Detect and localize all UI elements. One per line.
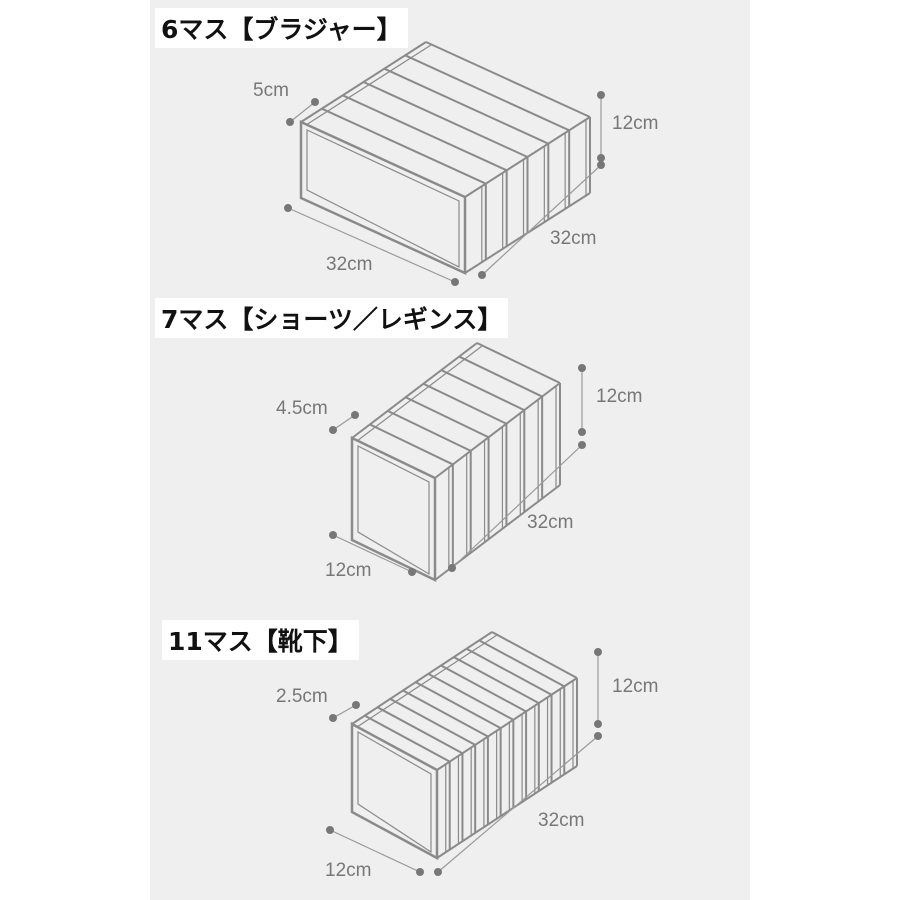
divider-top-edge xyxy=(389,698,476,746)
left-wall-inner xyxy=(356,345,483,442)
divider-top-edge xyxy=(440,664,527,713)
divider-top-edge xyxy=(458,355,543,398)
divider-top-edge xyxy=(321,107,487,185)
dimension-line xyxy=(329,829,421,873)
height-label: 12cm xyxy=(612,676,659,697)
height-label: 12cm xyxy=(596,386,643,407)
divider-top-edge xyxy=(404,54,570,132)
divider-top-edge xyxy=(478,639,565,688)
front-face-inner xyxy=(357,730,432,854)
dimension-dot xyxy=(326,826,334,834)
compartment-width-label: 4.5cm xyxy=(276,398,328,419)
depth-label: 32cm xyxy=(550,228,597,249)
dimension-dot xyxy=(352,701,360,709)
section-title-11: 11マス【靴下】 xyxy=(162,620,359,660)
left-wall-inner xyxy=(356,634,498,728)
divider-top-edge xyxy=(415,681,502,730)
divider-top-edge xyxy=(453,656,540,704)
depth-label: 32cm xyxy=(538,810,585,831)
right-wall-top xyxy=(434,382,561,479)
dimension-line xyxy=(289,101,316,123)
divider-top-edge xyxy=(440,369,525,412)
divider-top-edge xyxy=(476,342,561,384)
depth-label: 32cm xyxy=(527,512,574,533)
divider-top-edge xyxy=(425,41,591,118)
front-face-inner xyxy=(357,445,430,576)
right-wall-bottom xyxy=(436,765,578,859)
dimension-dot xyxy=(597,154,605,162)
dimension-dot xyxy=(416,868,424,876)
left-wall-top xyxy=(300,41,427,123)
dimension-dot xyxy=(448,564,456,572)
divider-top-edge xyxy=(369,423,454,466)
dimension-dot xyxy=(578,441,586,449)
left-wall-top xyxy=(351,342,478,439)
length-label: 12cm xyxy=(325,860,372,881)
divider-top-edge xyxy=(427,672,514,721)
compartment-width-label: 5cm xyxy=(253,80,289,101)
background-panel xyxy=(150,0,750,900)
compartment-width-label: 2.5cm xyxy=(276,686,328,707)
section-title-6: 6マス【ブラジャー】 xyxy=(155,8,408,48)
dimension-line xyxy=(437,735,599,873)
height-label: 12cm xyxy=(612,113,659,134)
right-wall-top xyxy=(436,677,578,771)
divider-top-edge xyxy=(364,714,451,763)
dimension-dot xyxy=(578,428,586,436)
dimension-dot xyxy=(594,648,602,656)
dimension-dot xyxy=(434,868,442,876)
length-label: 12cm xyxy=(325,560,372,581)
length-label: 32cm xyxy=(326,254,373,275)
front-face xyxy=(350,721,439,861)
section-title-7: 7マス【ショーツ／レギンス】 xyxy=(155,298,509,338)
right-wall-top xyxy=(464,116,591,198)
left-wall-inner xyxy=(305,44,432,126)
dimension-dot xyxy=(597,161,605,169)
dimension-line xyxy=(332,414,356,431)
dimension-dot xyxy=(329,714,337,722)
dimension-dot xyxy=(329,426,337,434)
dimension-dot xyxy=(451,278,459,286)
front-face xyxy=(350,436,437,582)
dimension-dot xyxy=(594,732,602,740)
dimension-line xyxy=(481,164,602,276)
divider-top-edge xyxy=(402,689,489,738)
dimension-dot xyxy=(578,364,586,372)
divider-top-edge xyxy=(342,94,508,172)
dimension-dot xyxy=(594,720,602,728)
dimension-dot xyxy=(311,98,319,106)
dimension-dot xyxy=(284,204,292,212)
front-face-inner xyxy=(306,129,460,268)
divider-top-edge xyxy=(363,81,528,158)
divider-top-edge xyxy=(405,396,490,439)
dimension-line xyxy=(332,704,357,719)
dimension-dot xyxy=(329,531,337,539)
dimension-dot xyxy=(286,118,294,126)
dimension-line xyxy=(451,444,583,569)
divider-top-edge xyxy=(422,382,507,425)
divider-top-edge xyxy=(466,647,553,696)
front-face xyxy=(299,120,467,275)
left-wall-top xyxy=(351,631,493,725)
dimension-dot xyxy=(351,411,359,419)
dimension-dot xyxy=(478,271,486,279)
divider-top-edge xyxy=(491,631,578,679)
dimension-line xyxy=(287,207,456,283)
dimension-dot xyxy=(408,568,416,576)
divider-top-edge xyxy=(383,67,549,145)
dimension-line xyxy=(332,534,413,573)
divider-top-edge xyxy=(387,409,472,452)
divider-top-edge xyxy=(376,706,463,755)
dimension-dot xyxy=(597,91,605,99)
